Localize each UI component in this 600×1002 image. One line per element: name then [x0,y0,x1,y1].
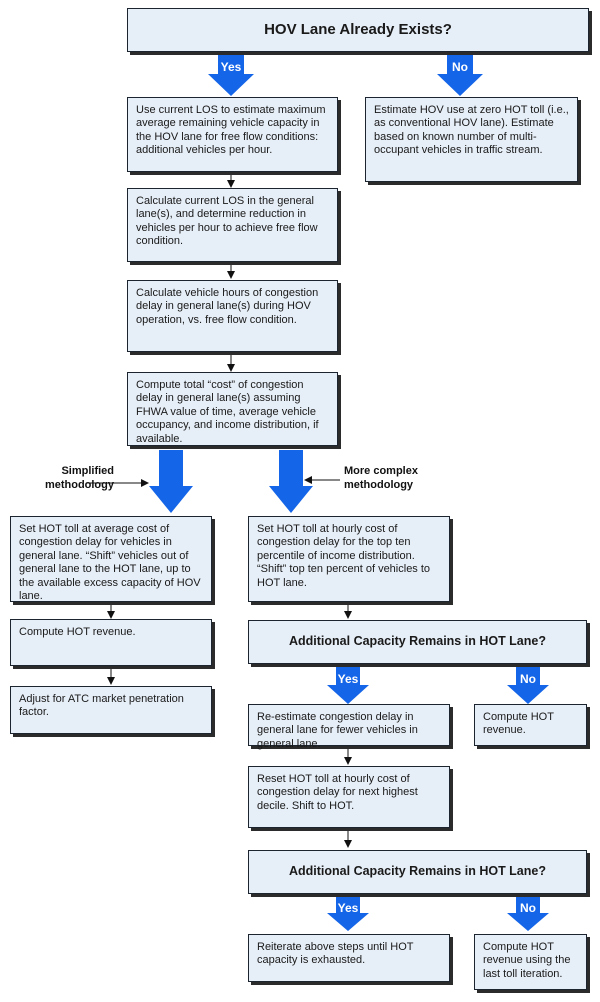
simplified-arrow [149,450,193,513]
no-arrow-top: No [437,55,483,96]
decision-capacity-1: Additional Capacity Remains in HOT Lane? [248,620,587,664]
step-text: Estimate HOV use at zero HOT toll (i.e.,… [374,104,569,157]
step-text: Use current LOS to estimate maximum aver… [136,104,326,157]
yes-arrow-top: Yes [208,55,254,96]
step-text: Calculate current LOS in the general lan… [136,195,318,248]
step-compute-revenue: Compute HOT revenue. [10,619,212,666]
step-text: Reiterate above steps until HOT capacity… [257,941,414,967]
step-text: Compute total “cost” of congestion delay… [136,379,319,445]
step-text: Adjust for ATC market penetration factor… [19,693,184,719]
step-reestimate: Re-estimate congestion delay in general … [248,704,450,750]
yes-label: Yes [338,901,359,915]
no-label: No [452,60,468,74]
step-compute-revenue-last: Compute HOT revenue using the last toll … [474,934,587,990]
step-text: Compute HOT revenue. [19,626,136,638]
complex-arrow [269,450,313,513]
no-arrow-capacity-2: No [507,897,549,931]
no-label: No [520,672,536,686]
no-label: No [520,901,536,915]
step-text: Re-estimate congestion delay in general … [257,711,418,750]
label-simplified: Simplified methodology [44,465,114,491]
decision-text: Additional Capacity Remains in HOT Lane? [289,634,546,649]
step-compute-cost: Compute total “cost” of congestion delay… [127,372,338,446]
step-text: Set HOT toll at hourly cost of congestio… [257,523,431,589]
step-reiterate: Reiterate above steps until HOT capacity… [248,934,450,982]
step-text: Calculate vehicle hours of congestion de… [136,287,319,326]
step-compute-revenue-2: Compute HOT revenue. [474,704,587,746]
decision-text: HOV Lane Already Exists? [264,21,452,39]
step-estimate-hov-use: Estimate HOV use at zero HOT toll (i.e.,… [365,97,578,182]
no-arrow-capacity-1: No [507,667,549,704]
step-text: Compute HOT revenue. [483,711,554,737]
yes-arrow-capacity-2: Yes [327,897,369,931]
yes-label: Yes [338,672,359,686]
step-set-toll-complex: Set HOT toll at hourly cost of congestio… [248,516,450,602]
yes-arrow-capacity-1: Yes [327,667,369,704]
step-text: Set HOT toll at average cost of congesti… [19,523,201,603]
step-estimate-capacity: Use current LOS to estimate maximum aver… [127,97,338,172]
step-calc-los: Calculate current LOS in the general lan… [127,188,338,262]
step-calc-hours: Calculate vehicle hours of congestion de… [127,280,338,352]
label-complex: More complex methodology [344,465,418,491]
decision-capacity-2: Additional Capacity Remains in HOT Lane? [248,850,587,894]
step-set-toll-simple: Set HOT toll at average cost of congesti… [10,516,212,602]
step-text: Reset HOT toll at hourly cost of congest… [257,773,418,812]
decision-hov-exists: HOV Lane Already Exists? [127,8,589,52]
step-adjust-atc: Adjust for ATC market penetration factor… [10,686,212,734]
step-reset-toll: Reset HOT toll at hourly cost of congest… [248,766,450,828]
step-text: Compute HOT revenue using the last toll … [483,941,571,980]
yes-label: Yes [221,60,242,74]
decision-text: Additional Capacity Remains in HOT Lane? [289,864,546,879]
